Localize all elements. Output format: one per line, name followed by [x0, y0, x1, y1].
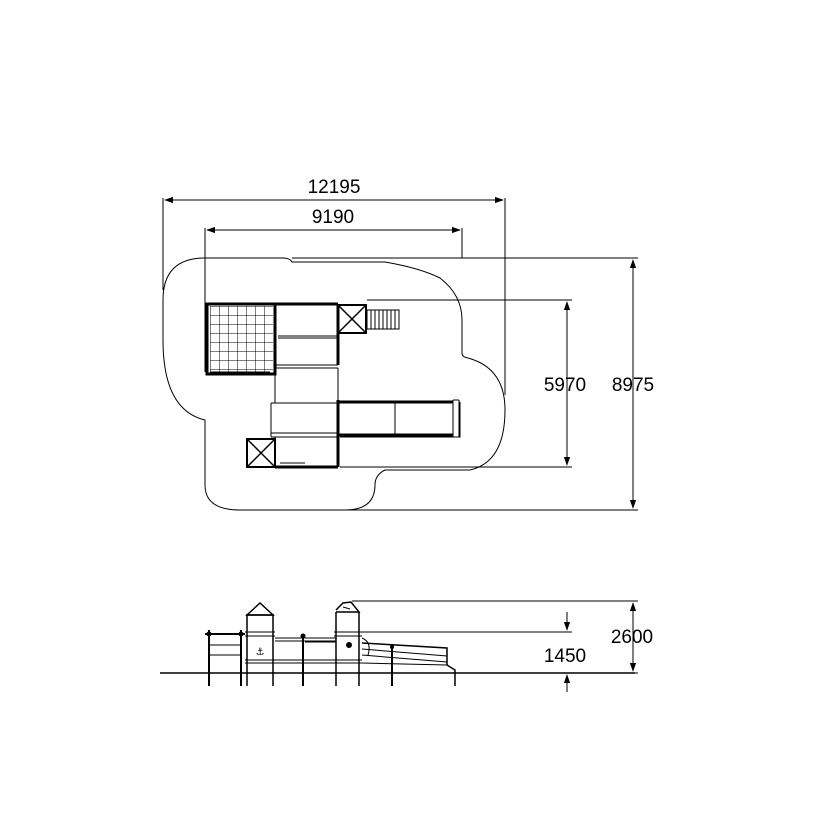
safety-zone-outline [162, 257, 506, 511]
net-frame [205, 630, 245, 686]
anchor-icon: ⚓ [256, 647, 265, 658]
plan-view: 12195 9190 5970 8975 [162, 177, 654, 511]
dimension-equipment-width: 9190 [204, 207, 463, 302]
dim-label-total-height: 2600 [611, 627, 653, 648]
elevation-tower-right [334, 601, 362, 686]
dim-label-overall-width: 12195 [308, 177, 361, 198]
dim-label-platform-height: 1450 [544, 646, 586, 667]
dimension-total-height: 2600 [352, 600, 653, 674]
elevation-tower-left: ⚓ [245, 601, 275, 686]
dimension-equipment-depth: 5970 [340, 299, 586, 468]
dim-label-equipment-width: 9190 [312, 207, 354, 228]
elevation-view: ⚓ 2600 [160, 600, 653, 692]
dimension-platform-height: 1450 [362, 612, 586, 692]
dimension-overall-width: 12195 [162, 177, 506, 395]
tower-roof-lower [246, 438, 276, 468]
dim-label-overall-depth: 8975 [612, 375, 654, 396]
elevation-slide [361, 637, 456, 686]
climbing-net [205, 302, 277, 376]
dim-label-equipment-depth: 5970 [544, 375, 586, 396]
platform-structure [270, 302, 460, 469]
elevation-bridge [275, 633, 336, 686]
dimension-overall-depth: 8975 [292, 257, 654, 511]
tower-roof-upper [337, 304, 367, 334]
slide-exit [366, 309, 400, 330]
